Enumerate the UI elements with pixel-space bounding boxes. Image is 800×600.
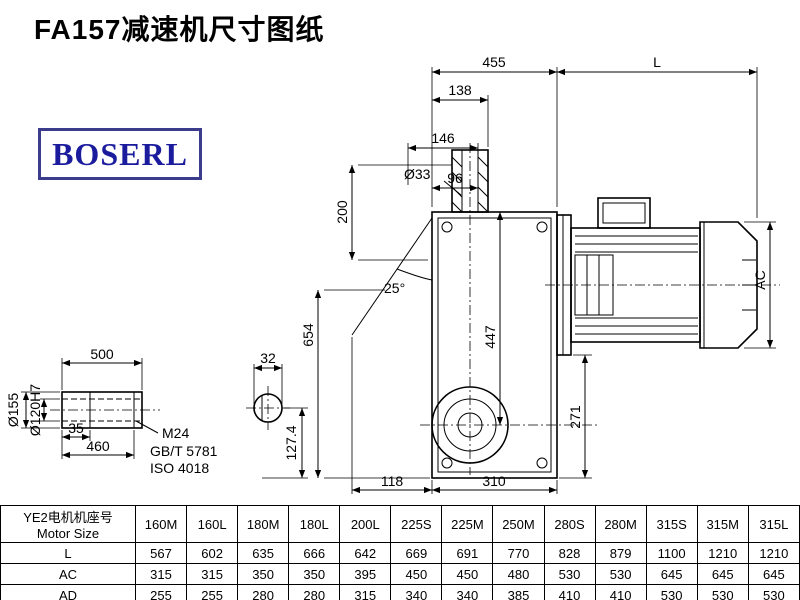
dim-118: 118 bbox=[381, 473, 404, 489]
table-row-AD: AD 255 255 280 280 315 340 340 385 410 4… bbox=[0, 584, 800, 600]
dim-35: 35 bbox=[68, 420, 84, 436]
dim-146: 146 bbox=[431, 130, 455, 146]
cell: 530 bbox=[645, 584, 698, 600]
page-title: FA157减速机尺寸图纸 bbox=[34, 14, 325, 45]
dim-455: 455 bbox=[482, 55, 506, 70]
cell: 350 bbox=[237, 563, 290, 585]
cell: 530 bbox=[696, 584, 749, 600]
cell: 691 bbox=[441, 542, 494, 564]
centerlines bbox=[50, 143, 780, 475]
cell: 1210 bbox=[696, 542, 749, 564]
cell: 255 bbox=[134, 584, 188, 600]
table-row-L: L 567 602 635 666 642 669 691 770 828 87… bbox=[0, 542, 800, 564]
cell: 340 bbox=[390, 584, 443, 600]
cell: 450 bbox=[390, 563, 443, 585]
dim-120h7: Ø120H7 bbox=[27, 384, 43, 436]
cell: 255 bbox=[186, 584, 239, 600]
cell: 770 bbox=[492, 542, 545, 564]
col-header: 280M bbox=[594, 505, 647, 543]
cell: 530 bbox=[543, 563, 596, 585]
table-row-AC: AC 315 315 350 350 395 450 450 480 530 5… bbox=[0, 563, 800, 585]
dim-271: 271 bbox=[567, 405, 583, 429]
boserl-logo: BOSERL bbox=[38, 128, 202, 180]
row-label-AD: AD bbox=[0, 584, 136, 600]
dim-200: 200 bbox=[334, 200, 350, 224]
cell: 280 bbox=[237, 584, 290, 600]
motor bbox=[556, 197, 758, 356]
cell: 350 bbox=[288, 563, 341, 585]
cell: 567 bbox=[134, 542, 188, 564]
cell: 666 bbox=[288, 542, 341, 564]
row-label-AC: AC bbox=[0, 563, 136, 585]
col-header: 315M bbox=[696, 505, 749, 543]
cell: 385 bbox=[492, 584, 545, 600]
cell: 635 bbox=[237, 542, 290, 564]
cell: 315 bbox=[134, 563, 188, 585]
label-m24: M24 bbox=[162, 425, 189, 441]
cell: 642 bbox=[339, 542, 392, 564]
motor-size-header-en: Motor Size bbox=[36, 526, 100, 541]
cell: 410 bbox=[594, 584, 647, 600]
col-header: 180M bbox=[237, 505, 290, 543]
cell: 1210 bbox=[747, 542, 800, 564]
label-gbt5781: GB/T 5781 bbox=[150, 443, 218, 459]
motor-size-header: YE2电机机座号 Motor Size bbox=[0, 505, 136, 543]
col-header: 160L bbox=[186, 505, 239, 543]
motor-size-header-cn: YE2电机机座号 bbox=[23, 510, 113, 525]
shaft-end-view bbox=[253, 393, 283, 423]
dim-460: 460 bbox=[86, 438, 110, 454]
cell: 645 bbox=[645, 563, 698, 585]
boserl-logo-text: BOSERL bbox=[52, 135, 188, 172]
output-shaft-side-view bbox=[61, 391, 159, 434]
cell: 450 bbox=[441, 563, 494, 585]
row-label-L: L bbox=[0, 542, 136, 564]
dim-654: 654 bbox=[300, 323, 316, 347]
angle-indicator bbox=[351, 217, 433, 336]
cell: 1100 bbox=[645, 542, 698, 564]
dim-127: 127.4 bbox=[283, 425, 299, 460]
col-header: 225S bbox=[390, 505, 443, 543]
dim-96: 96 bbox=[447, 170, 463, 186]
cell: 645 bbox=[696, 563, 749, 585]
dimension-labels: 455 L 138 146 96 Ø33 200 25° 654 447 AC … bbox=[5, 55, 768, 489]
dim-447: 447 bbox=[482, 325, 498, 349]
cell: 315 bbox=[186, 563, 239, 585]
cell: 280 bbox=[288, 584, 341, 600]
cell: 879 bbox=[594, 542, 647, 564]
dim-32: 32 bbox=[260, 350, 276, 366]
cell: 530 bbox=[747, 584, 800, 600]
col-header: 160M bbox=[134, 505, 188, 543]
col-header: 280S bbox=[543, 505, 596, 543]
cell: 480 bbox=[492, 563, 545, 585]
technical-drawing: 455 L 138 146 96 Ø33 200 25° 654 447 AC … bbox=[5, 55, 780, 494]
cell: 530 bbox=[594, 563, 647, 585]
dim-155: Ø155 bbox=[5, 393, 21, 427]
dim-L: L bbox=[653, 55, 661, 70]
cell: 645 bbox=[747, 563, 800, 585]
dimension-lines bbox=[22, 68, 774, 494]
dim-500: 500 bbox=[90, 346, 114, 362]
cell: 315 bbox=[339, 584, 392, 600]
cell: 340 bbox=[441, 584, 494, 600]
col-header: 225M bbox=[441, 505, 494, 543]
cell: 602 bbox=[186, 542, 239, 564]
col-header: 250M bbox=[492, 505, 545, 543]
dim-138: 138 bbox=[448, 82, 472, 98]
dim-25deg: 25° bbox=[384, 280, 405, 296]
motor-dimension-table: YE2电机机座号 Motor Size 160M 160L 180M 180L … bbox=[0, 505, 800, 600]
dim-AC: AC bbox=[752, 270, 768, 289]
col-header: 200L bbox=[339, 505, 392, 543]
col-header: 315L bbox=[747, 505, 800, 543]
col-header: 180L bbox=[288, 505, 341, 543]
cell: 395 bbox=[339, 563, 392, 585]
table-header-row: YE2电机机座号 Motor Size 160M 160L 180M 180L … bbox=[0, 505, 800, 543]
col-header: 315S bbox=[645, 505, 698, 543]
label-iso4018: ISO 4018 bbox=[150, 460, 209, 476]
cell: 669 bbox=[390, 542, 443, 564]
dim-310: 310 bbox=[482, 473, 506, 489]
cell: 410 bbox=[543, 584, 596, 600]
cell: 828 bbox=[543, 542, 596, 564]
dim-33: Ø33 bbox=[404, 166, 431, 182]
